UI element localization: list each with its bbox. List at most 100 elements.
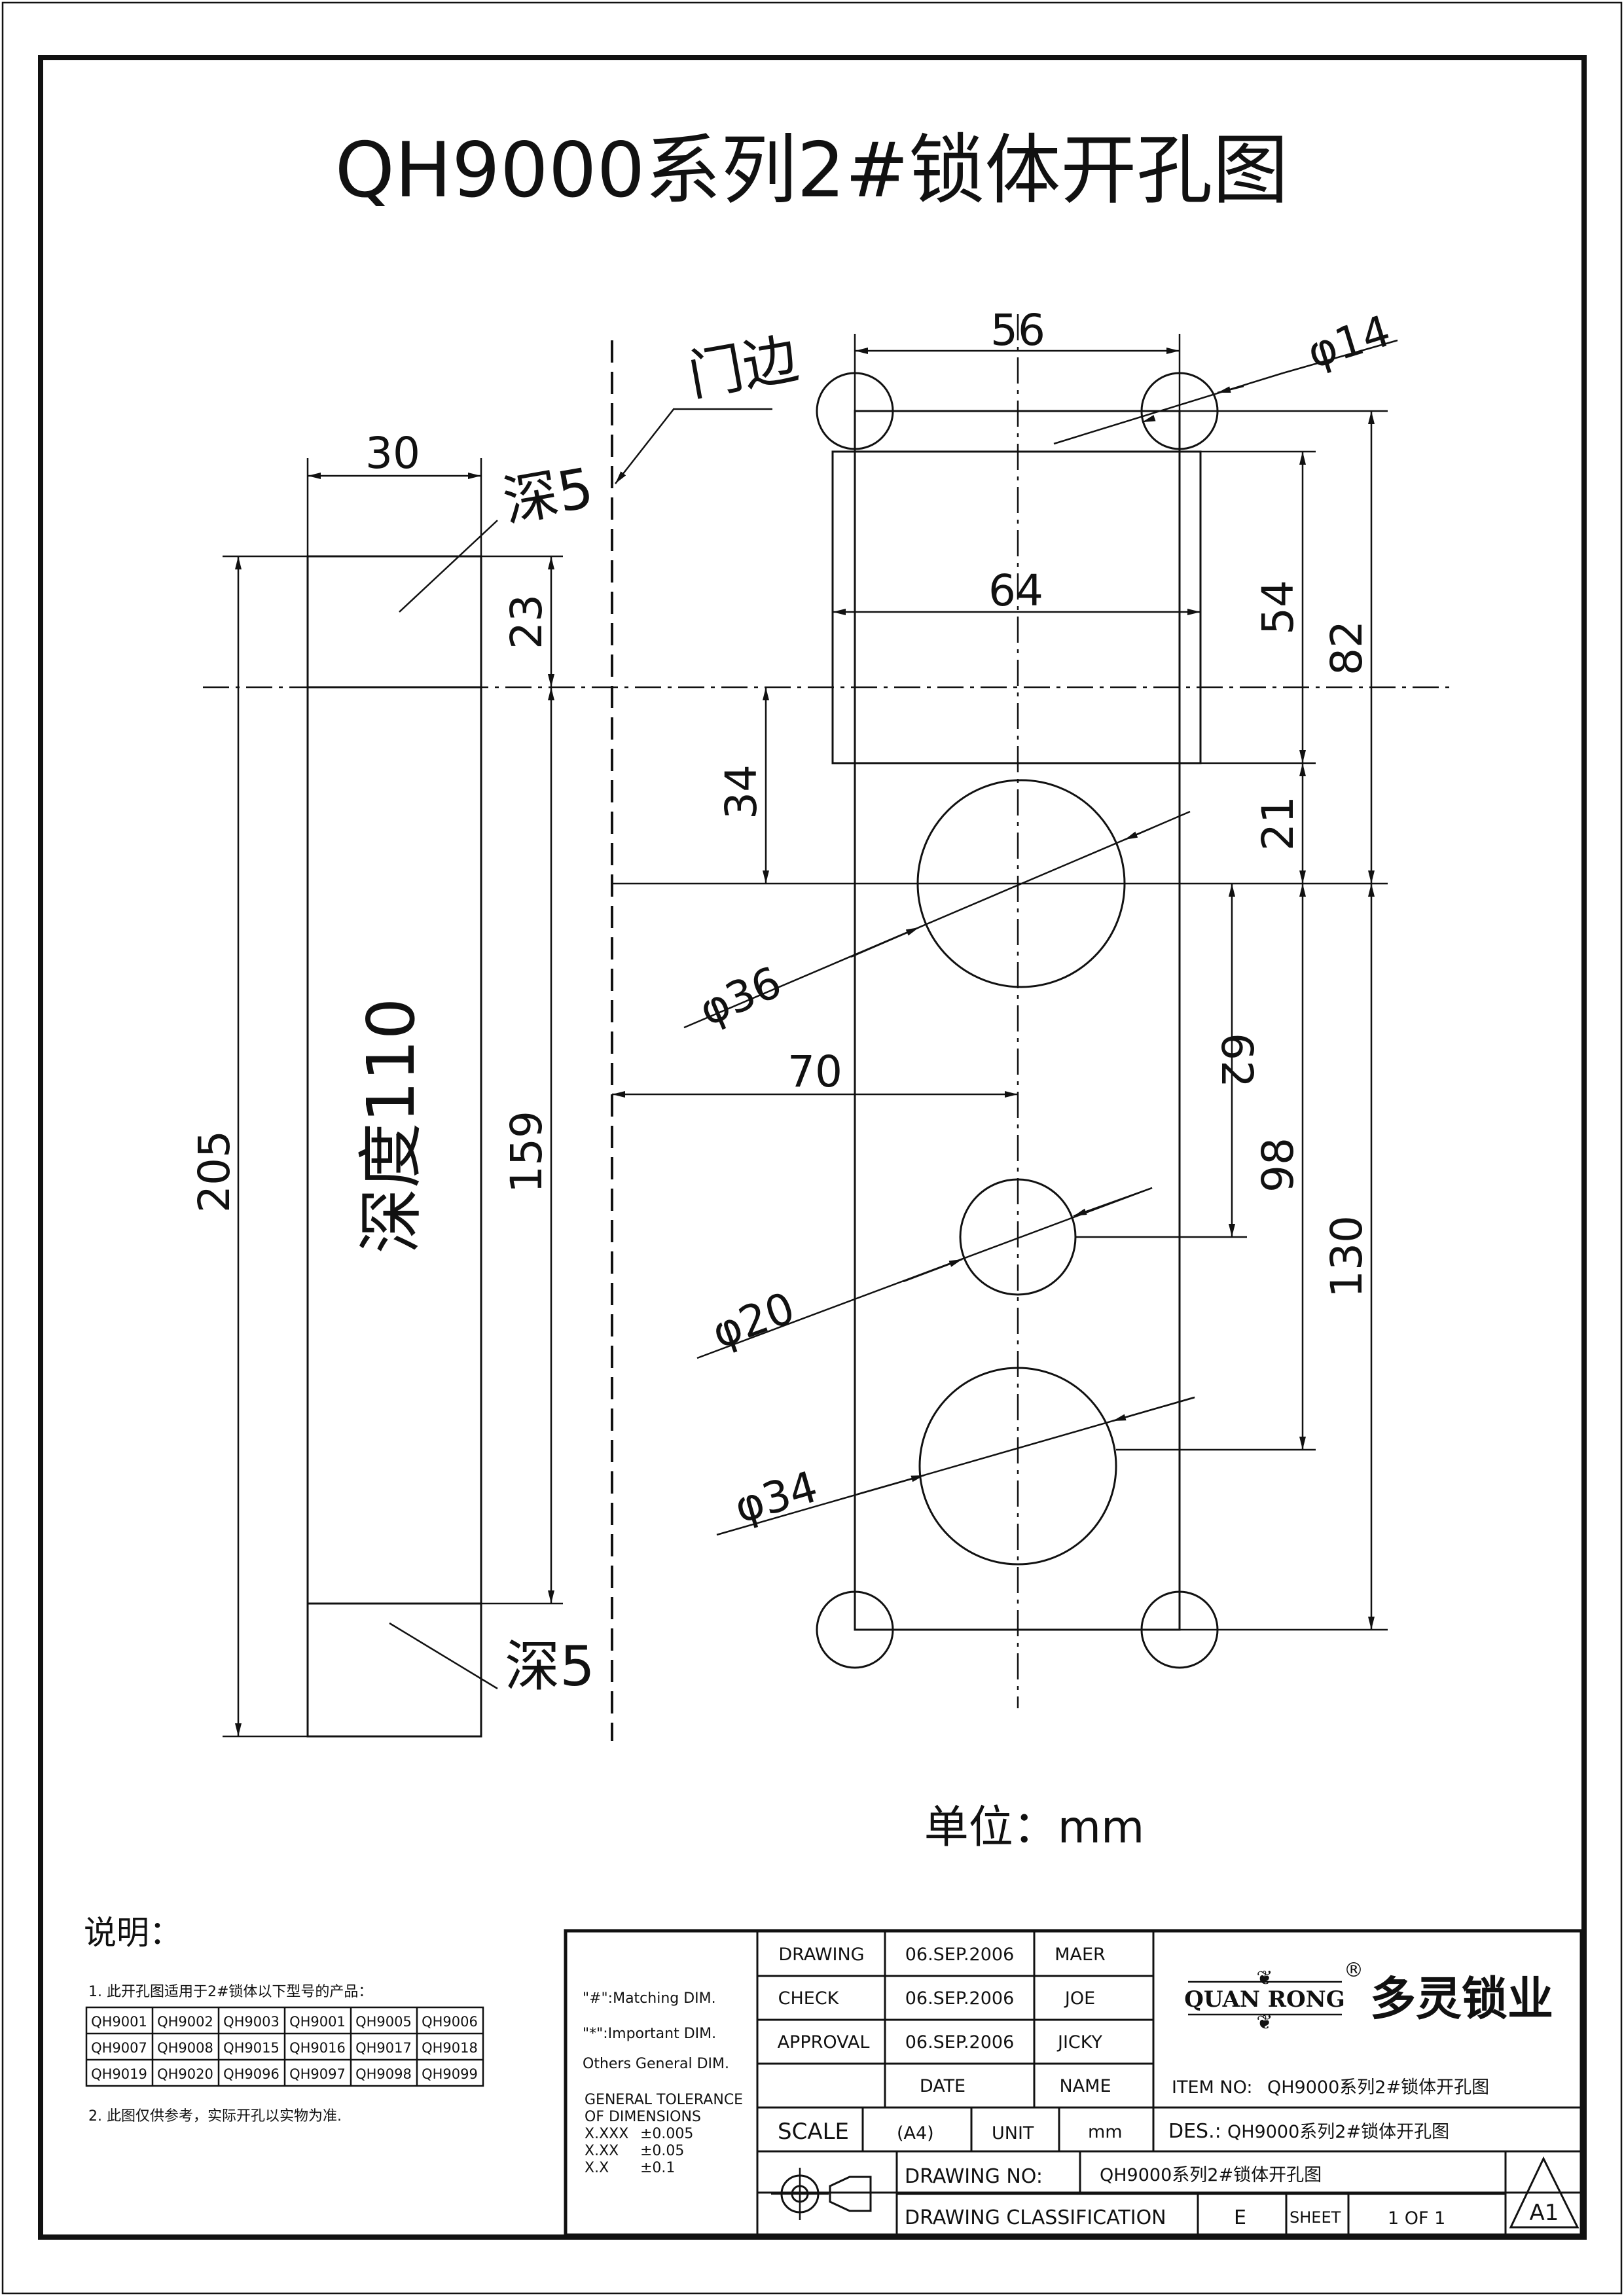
role-drawing: DRAWING	[778, 1945, 864, 1965]
role-check: CHECK	[778, 1988, 840, 2009]
dim-64-label: 64	[988, 565, 1043, 616]
notes-heading: 说明：	[84, 1914, 182, 1952]
unit-value-tb: mm	[1088, 2122, 1123, 2142]
drawing-border	[38, 55, 1587, 2240]
date-check: 06.SEP.2006	[905, 1988, 1015, 2009]
classification-value: E	[1234, 2206, 1246, 2229]
front-view: 56 φ14 64 54 21 82 130 62 98	[612, 305, 1398, 1669]
registered-mark: ®	[1344, 1959, 1363, 1982]
drawing-no-label: DRAWING NO:	[905, 2165, 1043, 2188]
size-badge: A1	[1509, 2156, 1579, 2229]
des-value: QH9000系列2#锁体开孔图	[1227, 2122, 1449, 2142]
date-drawing: 06.SEP.2006	[905, 1945, 1015, 1965]
model-cell: QH9019	[91, 2066, 147, 2082]
model-cell: QH9098	[355, 2066, 412, 2082]
dim-23-label: 23	[501, 594, 552, 649]
depth110-label: 深度110	[353, 998, 429, 1254]
leader-depth5-bottom	[389, 1622, 498, 1690]
unit-label: 单位：mm	[924, 1802, 1144, 1854]
item-no-value: QH9000系列2#锁体开孔图	[1267, 2077, 1489, 2098]
tolerance-heading-2: OF DIMENSIONS	[585, 2109, 701, 2125]
tolerance-format: X.X	[585, 2160, 609, 2176]
dim-159-label: 159	[501, 1111, 552, 1193]
size-badge-label: A1	[1530, 2200, 1559, 2226]
dim-70-label: 70	[787, 1047, 842, 1097]
model-cell: QH9001	[91, 2014, 147, 2030]
dim-54-label: 54	[1253, 580, 1303, 635]
name-drawing: MAER	[1055, 1945, 1106, 1965]
dim-34-label: 34	[716, 764, 767, 819]
notes-section: 说明： 1. 此开孔图适用于2#锁体以下型号的产品： QH9001 QH9002…	[84, 1914, 484, 2125]
hole-phi34	[918, 1367, 1117, 1566]
classification-label: DRAWING CLASSIFICATION	[905, 2206, 1166, 2229]
model-cell: QH9008	[157, 2040, 213, 2056]
note-1: 1. 此开孔图适用于2#锁体以下型号的产品：	[88, 1984, 372, 2000]
ornament-icon: ❦	[1256, 2011, 1272, 2034]
company-logo: ❦ QUAN RONG ❦ ® 多灵锁业	[1184, 1959, 1553, 2034]
model-cell: QH9006	[422, 2014, 478, 2030]
legend-others: Others General DIM.	[583, 2056, 729, 2072]
model-cell: QH9016	[289, 2040, 346, 2056]
dim-56-label: 56	[990, 305, 1045, 355]
model-cell: QH9099	[422, 2066, 478, 2082]
door-edge-arrow	[615, 408, 675, 484]
model-cell: QH9018	[422, 2040, 478, 2056]
model-cell: QH9002	[157, 2014, 213, 2030]
phi34-label: φ34	[729, 1462, 823, 1533]
model-cell: QH9096	[223, 2066, 280, 2082]
role-approval: APPROVAL	[778, 2032, 870, 2053]
note-2: 2. 此图仅供参考，实际开孔以实物为准.	[88, 2108, 342, 2125]
sheet-value: 1 OF 1	[1388, 2208, 1445, 2229]
legend-matching: "#":Matching DIM.	[583, 1990, 716, 2007]
date-approval: 06.SEP.2006	[905, 2032, 1015, 2053]
name-approval: JICKY	[1056, 2032, 1103, 2053]
scale-value: (A4)	[897, 2123, 934, 2144]
depth5-bottom-label: 深5	[505, 1634, 594, 1698]
model-cell: QH9015	[223, 2040, 280, 2056]
date-header: DATE	[920, 2076, 965, 2096]
faceplate-outline	[854, 410, 1181, 1631]
dim-30-label: 30	[365, 428, 420, 478]
model-cell: QH9007	[91, 2040, 147, 2056]
dim-21-label: 21	[1253, 796, 1303, 851]
side-view: 30 深5 205 23 159 深度110 深5	[189, 428, 598, 1738]
scale-label: SCALE	[778, 2119, 849, 2145]
model-cell: QH9005	[355, 2014, 412, 2030]
phi14-label: φ14	[1301, 306, 1396, 378]
ornament-icon: ❦	[1256, 1967, 1272, 1990]
depth5-top-label: 深5	[498, 456, 598, 534]
des-label: DES.:	[1168, 2120, 1221, 2143]
unit-label-tb: UNIT	[992, 2123, 1034, 2144]
legend-important: "*":Important DIM.	[583, 2026, 716, 2042]
leader-depth5-top	[399, 520, 498, 613]
door-edge-label: 门边	[683, 326, 803, 408]
dim-130-label: 130	[1322, 1215, 1372, 1298]
sheet-label: SHEET	[1290, 2208, 1341, 2227]
tolerance-heading-1: GENERAL TOLERANCE	[585, 2092, 743, 2108]
name-header: NAME	[1059, 2076, 1111, 2096]
dim-205-label: 205	[189, 1130, 240, 1213]
leader-phi14	[1053, 372, 1284, 445]
item-no-label: ITEM NO:	[1172, 2077, 1252, 2098]
drawing-no-value: QH9000系列2#锁体开孔图	[1100, 2165, 1322, 2185]
model-cell: QH9001	[289, 2014, 346, 2030]
company-name-cn: 多灵锁业	[1370, 1972, 1553, 2026]
dim-98-label: 98	[1253, 1138, 1303, 1193]
screw-hole-bottom-left	[816, 1590, 894, 1669]
dim-62-label: 62	[1212, 1033, 1262, 1088]
phi36-label: φ36	[692, 957, 788, 1036]
drawing-title: QH9000系列2#锁体开孔图	[335, 126, 1289, 215]
model-cell: QH9020	[157, 2066, 213, 2082]
model-cell: QH9003	[223, 2014, 280, 2030]
tolerance-value: ±0.05	[640, 2143, 684, 2159]
tolerance-format: X.XX	[585, 2143, 619, 2159]
model-table: QH9001 QH9002 QH9003 QH9001 QH9005 QH900…	[85, 2006, 484, 2087]
tolerance-value: ±0.005	[640, 2126, 693, 2142]
name-check: JOE	[1064, 1988, 1095, 2009]
projection-symbol-icon	[771, 2168, 872, 2220]
company-name-en: QUAN RONG	[1184, 1986, 1345, 2013]
rect-cutout-hatched	[831, 450, 1202, 764]
phi20-label: φ20	[706, 1282, 801, 1358]
